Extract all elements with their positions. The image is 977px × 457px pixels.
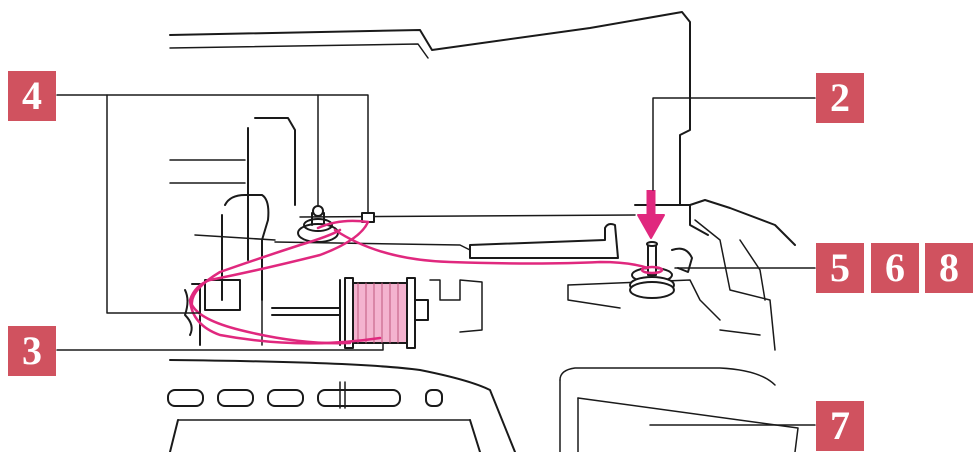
control-buttons — [167, 381, 443, 409]
down-arrow — [637, 190, 665, 239]
leader-lines — [56, 94, 816, 426]
spool-pin — [261, 279, 341, 346]
callout-6: 6 — [871, 243, 919, 293]
thread-path — [188, 219, 664, 345]
callout-4: 4 — [8, 71, 56, 121]
bobbin-winder — [567, 241, 721, 321]
callout-2: 2 — [816, 73, 864, 123]
machine-top-outline — [169, 11, 691, 206]
bobbin-winder-bar — [469, 223, 619, 259]
callout-8: 8 — [925, 243, 973, 293]
machine-right-body — [634, 199, 796, 351]
machine-top-surface — [194, 214, 636, 251]
thread-spool — [344, 277, 429, 349]
callout-3: 3 — [8, 326, 56, 376]
callout-7: 7 — [816, 401, 864, 451]
thread-guide-plate — [169, 117, 296, 301]
spool-cap — [429, 279, 483, 333]
callout-5: 5 — [816, 243, 864, 293]
machine-lower-body — [169, 359, 776, 453]
lcd-panel — [169, 397, 799, 453]
